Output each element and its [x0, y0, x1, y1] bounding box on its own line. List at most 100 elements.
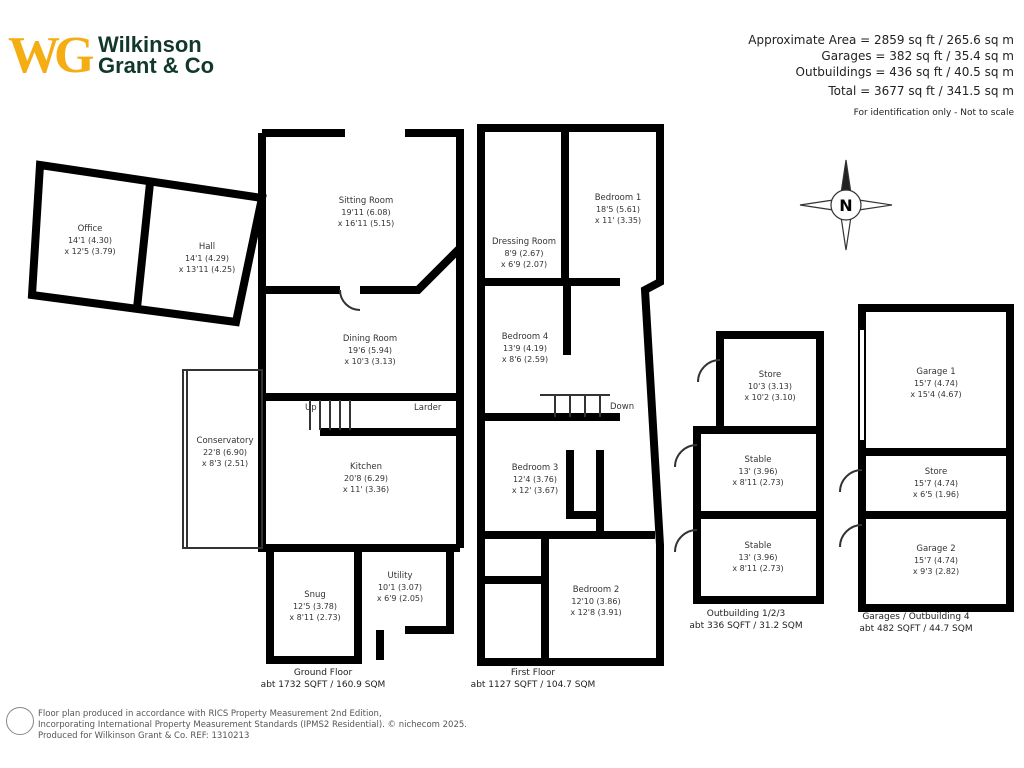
- room-label-text: 13'9 (4.19): [502, 344, 548, 353]
- room-label-text: x 11' (3.36): [342, 485, 390, 494]
- room-label-text: 12'5 (3.78): [292, 602, 338, 611]
- room-label-text: Office: [77, 224, 103, 234]
- area-total: Total = 3677 sq ft / 341.5 sq m: [828, 84, 1014, 98]
- room-label-text: 14'1 (4.29): [184, 254, 230, 263]
- room-label-text: 14'1 (4.30): [67, 236, 113, 245]
- first-floor-outer-walls: [477, 124, 664, 666]
- garages-caption: Garages / Outbuilding 4 abt 482 SQFT / 44…: [859, 611, 972, 635]
- first-stairs: [540, 394, 610, 417]
- door-swing: [674, 444, 698, 468]
- door-swing: [839, 524, 863, 548]
- room-label-text: 12'10 (3.86): [571, 597, 621, 606]
- logo-text: Wilkinson Grant & Co: [98, 32, 215, 78]
- room-label-text: 19'6 (5.94): [347, 346, 393, 355]
- scale-note: For identification only - Not to scale: [853, 108, 1014, 118]
- room-label-text: x 12' (3.67): [511, 486, 559, 495]
- caption-text: abt 482 SQFT / 44.7 SQM: [859, 624, 973, 634]
- room-bedroom-2: Bedroom 2 12'10 (3.86) x 12'8 (3.91): [570, 585, 621, 618]
- room-label-text: Bedroom 1: [594, 193, 642, 203]
- room-label-text: 15'7 (4.74): [913, 556, 959, 565]
- room-label-text: 20'8 (6.29): [343, 474, 389, 483]
- caption-text: abt 1732 SQFT / 160.9 SQM: [260, 680, 386, 690]
- room-bedroom-3: Bedroom 3 12'4 (3.76) x 12' (3.67): [512, 463, 559, 496]
- room-label-text: x 8'11 (2.73): [732, 564, 784, 573]
- room-label-text: Garage 2: [916, 544, 956, 554]
- room-label-text: Bedroom 3: [511, 463, 559, 473]
- ground-floor-inner-walls: [262, 245, 463, 664]
- footer-line3: Produced for Wilkinson Grant & Co. REF: …: [38, 731, 250, 741]
- room-label-text: x 11' (3.35): [594, 216, 642, 225]
- logo-line2: Grant & Co: [98, 53, 215, 78]
- room-label-text: Conservatory: [196, 436, 254, 446]
- room-label-text: 19'11 (6.08): [341, 208, 391, 217]
- conservatory-walls: [182, 369, 263, 549]
- area-outbuildings: Outbuildings = 436 sq ft / 40.5 sq m: [795, 65, 1014, 79]
- room-label-text: x 13'11 (4.25): [178, 265, 236, 274]
- room-hall: Hall 14'1 (4.29) x 13'11 (4.25): [179, 242, 235, 275]
- room-label-text: 12'4 (3.76): [512, 475, 558, 484]
- room-label-text: Store: [758, 370, 782, 380]
- compass-north-label: N: [839, 196, 852, 215]
- caption-text: Garages / Outbuilding 4: [862, 612, 970, 622]
- label-up: Up: [305, 403, 317, 413]
- caption-text: abt 1127 SQFT / 104.7 SQM: [470, 680, 596, 690]
- caption-text: abt 336 SQFT / 31.2 SQM: [689, 621, 803, 631]
- compass-icon: [799, 159, 893, 251]
- room-label-text: Stable: [744, 455, 772, 465]
- label-larder: Larder: [414, 403, 442, 413]
- room-label-text: 15'7 (4.74): [913, 479, 959, 488]
- room-label-text: x 8'11 (2.73): [732, 478, 784, 487]
- garage-walls: [858, 304, 1014, 612]
- room-label-text: 8'9 (2.67): [504, 249, 544, 258]
- room-label-text: 13' (3.96): [738, 467, 778, 476]
- room-label-text: 10'3 (3.13): [747, 382, 793, 391]
- ground-stairs: [309, 400, 351, 430]
- room-label-text: x 6'5 (1.96): [912, 490, 960, 499]
- area-summary: Approximate Area = 2859 sq ft / 265.6 sq…: [748, 32, 1014, 121]
- office-hall-divider: [133, 182, 154, 309]
- area-garages: Garages = 382 sq ft / 35.4 sq m: [821, 49, 1014, 63]
- ground-floor-caption: Ground Floor abt 1732 SQFT / 160.9 SQM: [261, 667, 386, 691]
- door-swing: [339, 289, 361, 311]
- room-label-text: 10'1 (3.07): [377, 583, 423, 592]
- room-label-text: x 12'8 (3.91): [570, 608, 622, 617]
- footer-line1: Floor plan produced in accordance with R…: [38, 709, 382, 719]
- room-label-text: x 8'6 (2.59): [501, 355, 549, 364]
- room-label-text: 18'5 (5.61): [595, 205, 641, 214]
- logo-line1: Wilkinson: [98, 32, 202, 57]
- room-kitchen: Kitchen 20'8 (6.29) x 11' (3.36): [343, 462, 389, 495]
- room-label-text: Stable: [744, 541, 772, 551]
- room-label-text: Kitchen: [350, 462, 382, 472]
- first-floor-inner-walls: [481, 128, 655, 662]
- room-label-text: x 6'9 (2.05): [376, 594, 424, 603]
- office-hall-walls: [27, 160, 267, 327]
- room-label-text: Sitting Room: [338, 196, 394, 206]
- door-swing: [839, 469, 863, 493]
- footer-notes: Floor plan produced in accordance with R…: [38, 709, 467, 742]
- room-label-text: Bedroom 2: [572, 585, 620, 595]
- room-label-text: x 6'9 (2.07): [500, 260, 548, 269]
- room-label-text: x 16'11 (5.15): [337, 219, 395, 228]
- area-approximate: Approximate Area = 2859 sq ft / 265.6 sq…: [748, 33, 1014, 47]
- room-label-text: Hall: [198, 242, 216, 252]
- room-label-text: x 9'3 (2.82): [912, 567, 960, 576]
- room-label-text: 22'8 (6.90): [202, 448, 248, 457]
- room-label-text: Snug: [304, 590, 326, 600]
- room-label-text: x 15'4 (4.67): [910, 390, 962, 399]
- outbuilding-walls: [693, 331, 824, 604]
- room-stable-1: Stable 13' (3.96) x 8'11 (2.73): [732, 455, 783, 488]
- caption-text: Ground Floor: [293, 668, 353, 678]
- label-down: Down: [610, 402, 635, 412]
